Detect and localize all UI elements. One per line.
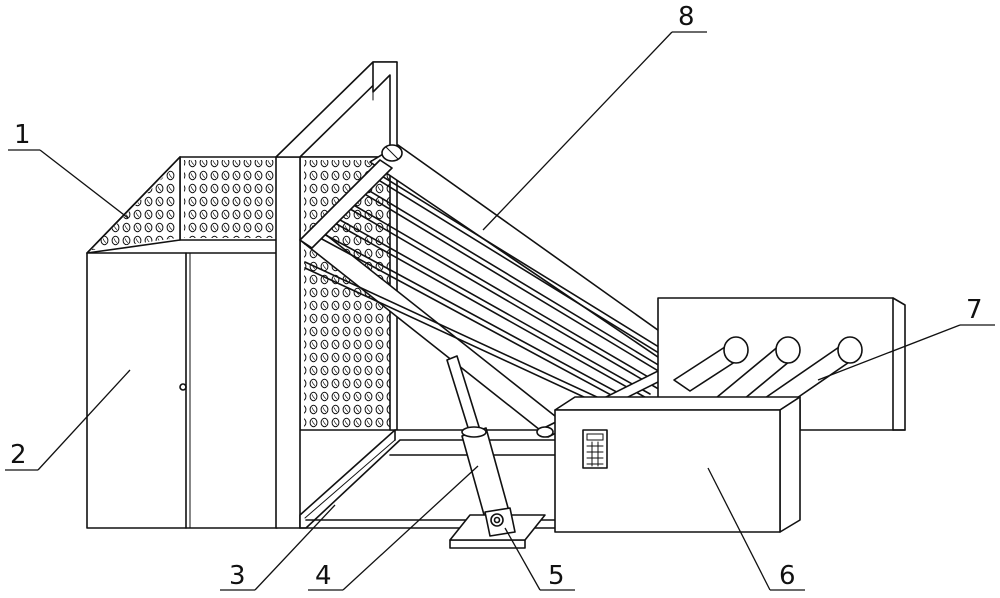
callout-label-4: 4 xyxy=(315,561,332,591)
callout-label-5: 5 xyxy=(548,561,565,591)
callout-1: 1 xyxy=(8,120,128,218)
callout-8: 8 xyxy=(483,2,707,230)
control-box xyxy=(555,397,800,532)
callout-label-1: 1 xyxy=(14,120,31,150)
frame-base xyxy=(300,430,560,528)
callout-label-3: 3 xyxy=(229,561,246,591)
cylinder-barrel xyxy=(462,428,510,522)
callout-label-7: 7 xyxy=(966,295,983,325)
callout-label-6: 6 xyxy=(779,561,796,591)
callout-label-8: 8 xyxy=(678,2,695,32)
control-box-front xyxy=(555,410,780,532)
frame-front-post xyxy=(276,157,300,528)
pivot-base xyxy=(450,508,545,548)
callout-label-2: 2 xyxy=(10,440,27,470)
